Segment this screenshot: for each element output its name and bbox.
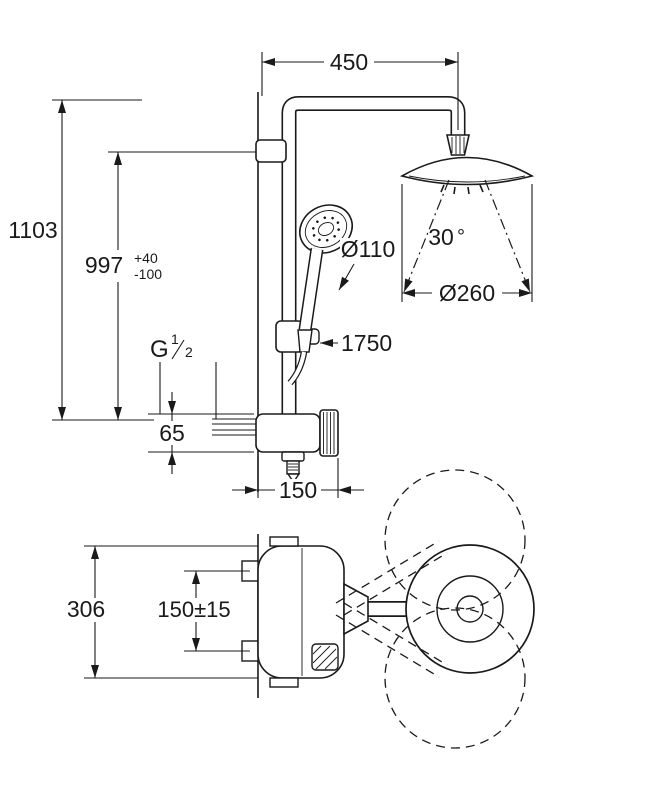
side-elevation-view: 30 ° (8, 49, 535, 503)
dim-260-value: Ø260 (439, 280, 495, 306)
hand-shower-face (299, 204, 353, 254)
head-shower-connector-nut (446, 134, 470, 156)
hand-shower-handle (298, 248, 324, 331)
swivel-position-lower (384, 607, 526, 749)
plan-view: 306 150±15 (60, 469, 535, 749)
thermostat-valve (212, 409, 339, 484)
valve-handle-top (269, 536, 299, 547)
dim-65-value: 65 (159, 420, 185, 446)
leader-hose-length: 1750 (320, 330, 392, 356)
swivel-position-upper (384, 469, 526, 611)
dim-306-value: 306 (67, 596, 105, 622)
dim-1750-value: 1750 (341, 330, 392, 356)
valve-body (255, 413, 321, 453)
dim-997-tol-minus: -100 (134, 266, 162, 282)
valve-knurled-knob-plan (311, 643, 339, 671)
dim-997-value: 997 (85, 252, 123, 278)
hand-shower (287, 204, 353, 386)
leader-hand-shower-diameter: Ø110 (338, 236, 398, 291)
hose-start (287, 351, 308, 386)
head-shower-dome (399, 156, 535, 186)
dim-997-tol-plus: +40 (134, 250, 158, 266)
thread-denominator: 2 (185, 344, 193, 360)
arm-cone (343, 582, 369, 636)
dim-total-height-1103: 1103 (8, 99, 154, 421)
valve-knob (319, 409, 339, 457)
spray-angle-value: 30 (428, 224, 454, 250)
dim-projection-450: 450 (261, 49, 459, 130)
dim-150-15-value: 150±15 (157, 597, 230, 622)
degree-symbol: ° (457, 226, 465, 248)
dim-110-value: Ø110 (341, 236, 396, 262)
spray-angle-lines: 30 ° (403, 179, 531, 293)
dim-1103-value: 1103 (8, 217, 57, 243)
dim-inlet-spacing-150-15: 150±15 (152, 570, 250, 652)
valve-handle-bottom (269, 677, 299, 688)
spray-nozzles (440, 184, 484, 195)
dim-riser-height-997: 997 +40 -100 (80, 151, 256, 420)
swivel-range (335, 469, 526, 749)
thread-label-g-half: G 1 2 (150, 331, 217, 419)
supply-pipes (212, 418, 256, 436)
dim-valve-height-65: 65 (148, 392, 254, 474)
dim-head-diameter-260: Ø260 (401, 184, 533, 306)
dim-450-value: 450 (330, 49, 368, 75)
dim-valve-depth-150: 150 (232, 456, 364, 503)
wall-bracket (255, 139, 287, 163)
thread-g: G (150, 336, 169, 363)
diverter (281, 451, 305, 484)
thread-numerator: 1 (171, 331, 179, 347)
dim-150-value: 150 (279, 477, 317, 503)
dim-plan-height-306: 306 (60, 545, 258, 679)
hose-nut (297, 329, 313, 353)
head-shower (399, 134, 535, 195)
